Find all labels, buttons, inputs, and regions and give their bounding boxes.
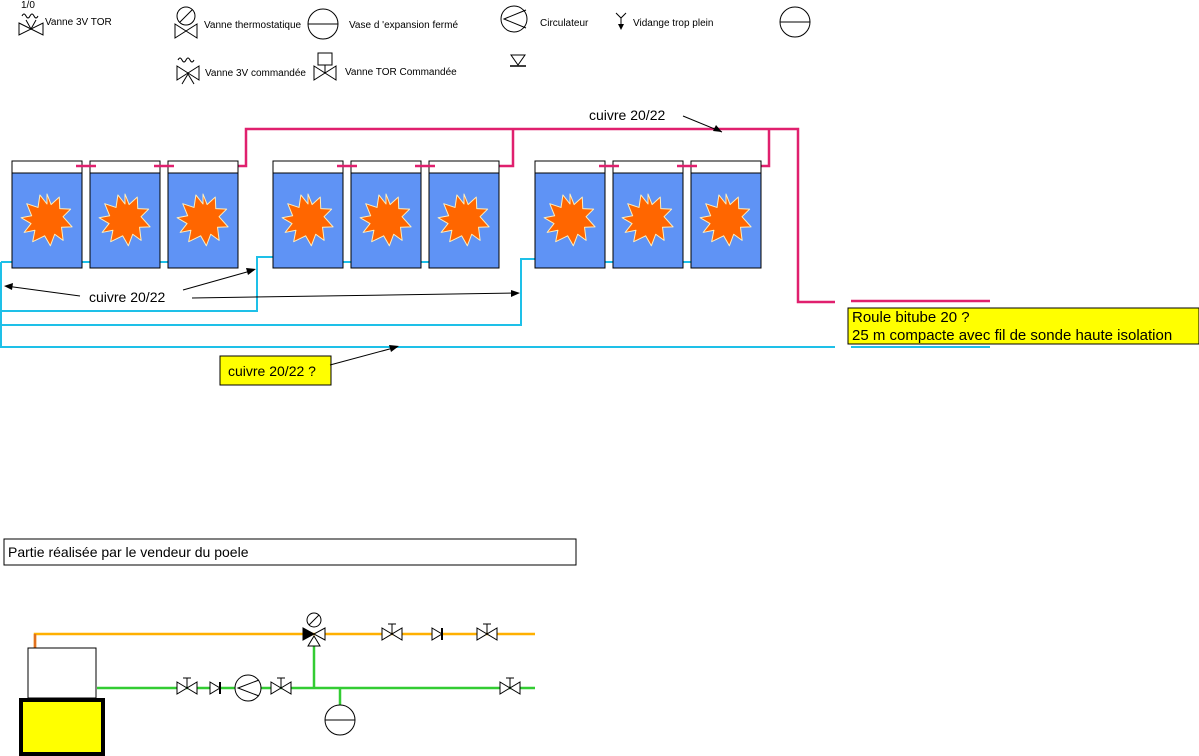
- legend-label-vanne-3v-tor: Vanne 3V TOR: [45, 17, 112, 28]
- expansion-vessel-icon: [324, 704, 356, 736]
- cold-trunk-pipe: [0, 262, 835, 348]
- supply-valve-1-icon: [381, 623, 403, 641]
- label-cuivre-mid: cuivre 20/22: [89, 289, 165, 305]
- circulator-pump-icon: [234, 674, 262, 702]
- solar-panel: [690, 160, 762, 269]
- stove-circuit: [19, 612, 535, 756]
- return-valve-2-icon: [270, 677, 292, 695]
- vase-expansion-legend: Vase d 'expansion fermé: [307, 8, 458, 40]
- stove-firebox: [19, 698, 105, 756]
- return-check-valve-icon: [209, 681, 221, 695]
- legend: 1/0 Vanne 3V TOR Vanne thermostatique Va…: [18, 0, 811, 85]
- thermostatic-three-way-valve: [302, 612, 326, 647]
- label-cuivre-top: cuivre 20/22: [589, 107, 665, 123]
- circulateur-legend: Circulateur: [500, 5, 589, 67]
- actuator-icon: [21, 13, 39, 19]
- check-valve-icon: [431, 627, 443, 641]
- legend-label-circulateur: Circulateur: [540, 18, 589, 29]
- three-way-valve-icon: [176, 65, 200, 81]
- legend-label-vanne-thermostatique: Vanne thermostatique: [204, 20, 302, 31]
- legend-label-vanne-3v-commandee: Vanne 3V commandée: [205, 68, 306, 79]
- extra-vessel-legend: [779, 6, 811, 38]
- solar-panel: [534, 160, 606, 269]
- solar-panels: [11, 160, 762, 269]
- drain-icon: [510, 54, 526, 66]
- vanne-tor-commandee-legend: Vanne TOR Commandée: [313, 52, 457, 81]
- note-roule-bitube: Roule bitube 20 ? 25 m compacte avec fil…: [847, 307, 1199, 345]
- partie-box: Partie réalisée par le vendeur du poele: [3, 538, 577, 566]
- hot-trunk-pipe: [238, 127, 835, 304]
- solar-panel: [272, 160, 344, 269]
- solar-panel: [167, 160, 239, 269]
- hot-branch-group-3: [760, 129, 771, 168]
- overflow-drain-icon: [615, 12, 627, 19]
- cold-pipes: [0, 256, 990, 348]
- vanne-3v-commandee-legend: Vanne 3V commandée: [176, 57, 306, 85]
- supply-valve-2-icon: [476, 623, 498, 641]
- on-off-mark: 1/0: [21, 0, 35, 11]
- label-roule-line2: 25 m compacte avec fil de sonde haute is…: [852, 327, 1172, 344]
- vanne-thermostatique-legend: Vanne thermostatique: [174, 6, 302, 39]
- label-partie: Partie réalisée par le vendeur du poele: [8, 544, 249, 560]
- stove-body: [27, 647, 97, 699]
- hot-branch-group-2: [498, 129, 515, 168]
- vanne-3v-tor-legend: 1/0 Vanne 3V TOR: [18, 0, 112, 36]
- annotations: cuivre 20/22 cuivre 20/22 cuivre 20/22 ?…: [3, 107, 1199, 566]
- solar-panel: [11, 160, 83, 269]
- actuator-box-icon: [317, 52, 333, 66]
- vidange-legend: Vidange trop plein: [615, 12, 713, 30]
- hot-pipes: [238, 127, 990, 304]
- solar-panel: [350, 160, 422, 269]
- return-valve-1-icon: [176, 677, 198, 695]
- note-cuivre-question: cuivre 20/22 ?: [219, 355, 332, 386]
- three-way-port-icon: [25, 19, 37, 31]
- legend-label-vanne-tor-commandee: Vanne TOR Commandée: [345, 67, 457, 78]
- cold-branch-group-3: [1, 258, 536, 326]
- solar-panel: [428, 160, 500, 269]
- solar-panel: [89, 160, 161, 269]
- valve-icon: [174, 23, 198, 39]
- return-valve-3-icon: [499, 677, 521, 695]
- supply-pipe: [33, 632, 535, 648]
- actuator-icon: [177, 57, 195, 63]
- cold-branch-group-2: [1, 256, 273, 312]
- label-cuivre-question: cuivre 20/22 ?: [228, 363, 316, 379]
- legend-label-vase-expansion: Vase d 'expansion fermé: [349, 20, 458, 31]
- valve-icon: [313, 65, 337, 81]
- label-roule-line1: Roule bitube 20 ?: [852, 309, 970, 326]
- legend-label-vidange: Vidange trop plein: [633, 18, 713, 29]
- solar-panel: [612, 160, 684, 269]
